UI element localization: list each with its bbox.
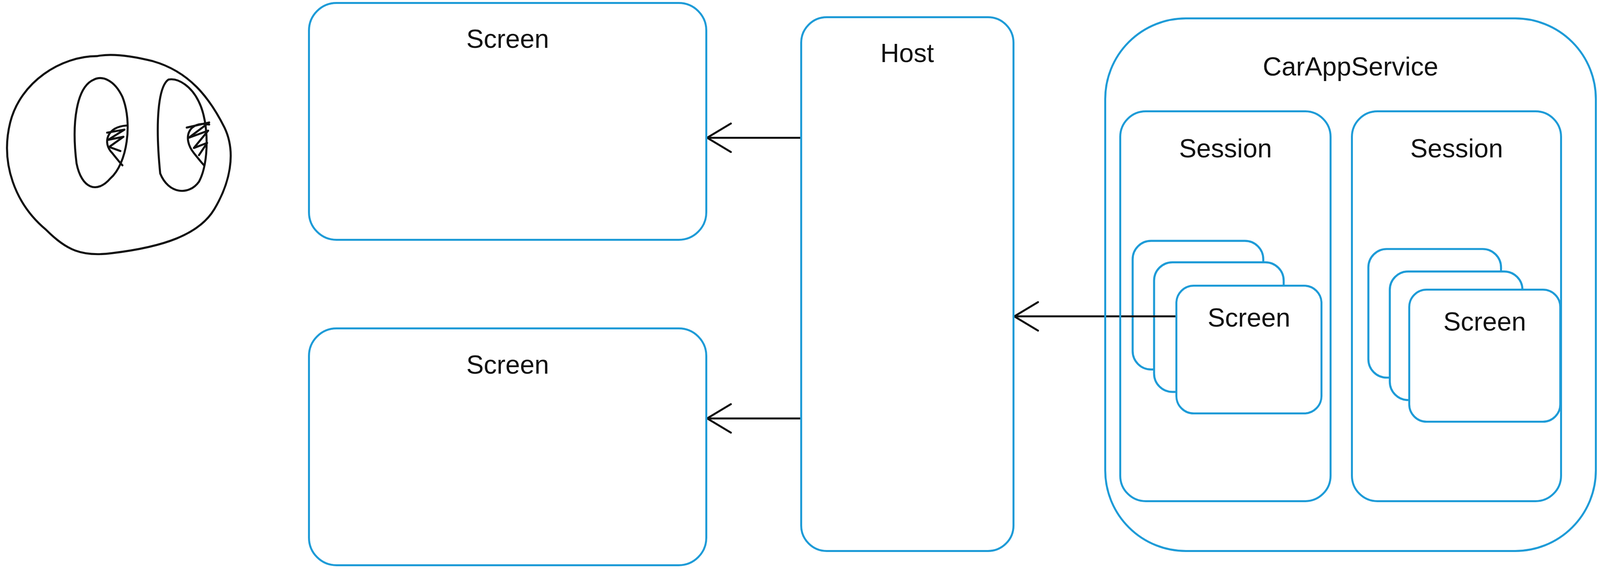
box-label: Host (802, 37, 1013, 69)
box-label: Screen (309, 23, 705, 55)
face-doodle (7, 54, 231, 255)
left-pupil (107, 125, 127, 166)
host-box: Host (800, 16, 1015, 552)
service-box: CarAppServiceSessionScreenSessionScreen (1104, 17, 1598, 552)
box-label: Screen (1177, 302, 1321, 334)
box-label: Screen (309, 349, 705, 381)
left-eye (74, 78, 128, 188)
face-outline (7, 54, 231, 255)
screen-box: Screen (307, 327, 707, 567)
session-box: SessionScreen (1119, 110, 1332, 503)
box-label: Screen (1410, 306, 1560, 338)
screen-box: Screen (307, 1, 707, 241)
right-pupil (186, 122, 210, 166)
connector-arrow (707, 417, 801, 420)
connector-arrow (1014, 315, 1176, 318)
screen-box: Screen (1175, 284, 1323, 415)
connector-arrow (707, 136, 801, 139)
box-label: CarAppService (1106, 51, 1596, 83)
box-label: Session (1352, 132, 1561, 165)
session-box: SessionScreen (1350, 110, 1563, 503)
screen-box: Screen (1408, 288, 1562, 423)
box-label: Session (1121, 132, 1330, 165)
right-eye (157, 79, 207, 191)
